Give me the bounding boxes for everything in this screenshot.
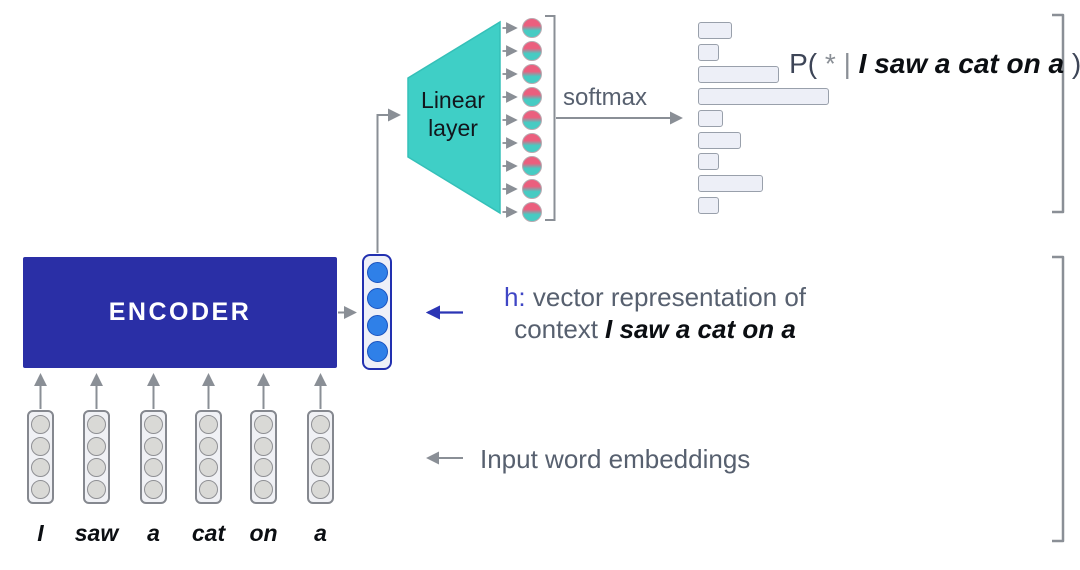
probability-bar	[698, 132, 741, 149]
linear-layer-shape	[407, 20, 501, 215]
logit-neuron	[522, 18, 542, 38]
probabilities-bracket	[1052, 13, 1065, 214]
embedding-dim-circle	[254, 414, 273, 434]
embedding-column	[83, 410, 110, 504]
embedding-dim-circle	[199, 480, 218, 500]
embedding-dim-circle	[31, 436, 50, 456]
encoder-label: ENCODER	[108, 298, 252, 326]
logit-arrows	[502, 22, 518, 218]
prob-pipe: |	[843, 48, 851, 79]
prob-context: I saw a cat on a	[850, 48, 1065, 79]
probability-bar	[698, 22, 732, 39]
embedding-dim-circle	[87, 436, 106, 456]
embedding-dim-circle	[31, 458, 50, 478]
embedding-dim-circle	[144, 436, 163, 456]
h-symbol: h:	[503, 282, 526, 312]
input-embedding-arrows	[34, 373, 327, 409]
input-word-label: a	[314, 520, 327, 546]
prob-close: )	[1064, 48, 1080, 79]
input-word-label: on	[249, 520, 278, 546]
embedding-dim-circle	[87, 414, 106, 434]
h-dim-circle	[366, 341, 388, 363]
logit-neuron	[522, 110, 542, 130]
input-word-label: I	[37, 520, 44, 546]
embedding-column	[250, 410, 277, 504]
logits-bracket	[545, 15, 556, 221]
probability-bar	[698, 153, 719, 170]
logit-neuron	[522, 133, 542, 153]
embedding-column	[195, 410, 222, 504]
embedding-column	[307, 410, 334, 504]
h-dim-circle	[366, 261, 388, 283]
embedding-column	[27, 410, 54, 504]
embedding-dim-circle	[254, 480, 273, 500]
encoder-box: ENCODER	[23, 257, 337, 368]
prob-star: *	[817, 48, 844, 79]
embedding-dim-circle	[199, 458, 218, 478]
embedding-dim-circle	[311, 458, 330, 478]
logit-neuron	[522, 87, 542, 107]
logit-neuron	[522, 41, 542, 61]
context-sentence: I saw a cat on a	[605, 314, 796, 344]
embedding-dim-circle	[311, 480, 330, 500]
embedding-column	[140, 410, 167, 504]
softmax-label: softmax	[563, 84, 648, 111]
logit-neuron	[522, 64, 542, 84]
probability-bar	[698, 88, 829, 105]
embedding-dim-circle	[144, 414, 163, 434]
context-word: context	[514, 314, 599, 344]
probability-bar	[698, 175, 763, 192]
probability-bar	[698, 197, 719, 214]
h-dim-circle	[366, 314, 388, 336]
embedding-dim-circle	[87, 458, 106, 478]
probability-bar	[698, 44, 719, 61]
embedding-dim-circle	[199, 436, 218, 456]
h-dim-circle	[366, 288, 388, 310]
embedding-dim-circle	[311, 436, 330, 456]
embedding-dim-circle	[254, 458, 273, 478]
prob-open: P(	[789, 48, 818, 79]
embedding-dim-circle	[31, 414, 50, 434]
embedding-dim-circle	[144, 480, 163, 500]
logit-neuron	[522, 202, 542, 222]
embedding-dim-circle	[87, 480, 106, 500]
probability-bar	[698, 66, 779, 83]
embedding-dim-circle	[144, 458, 163, 478]
input-word-label: a	[147, 520, 160, 546]
logit-neuron	[522, 156, 542, 176]
h-annotation-line1: h: vector representation of	[468, 281, 842, 313]
input-word-label: saw	[74, 520, 119, 546]
embedding-dim-circle	[199, 414, 218, 434]
context-bracket	[1052, 255, 1065, 543]
h-vector	[362, 254, 392, 370]
h-annotation-text: vector representation of	[525, 282, 807, 312]
probability-expression: P( * | I saw a cat on a )	[758, 16, 1080, 112]
input-word-label: cat	[191, 520, 226, 546]
embedding-dim-circle	[311, 414, 330, 434]
embedding-dim-circle	[31, 480, 50, 500]
h-to-linear-connector	[376, 108, 401, 253]
logit-neuron	[522, 179, 542, 199]
embedding-dim-circle	[254, 436, 273, 456]
probability-bar	[698, 110, 723, 127]
linear-layer-label: Linear layer	[421, 87, 485, 141]
input-embeddings-label: Input word embeddings	[480, 444, 751, 474]
